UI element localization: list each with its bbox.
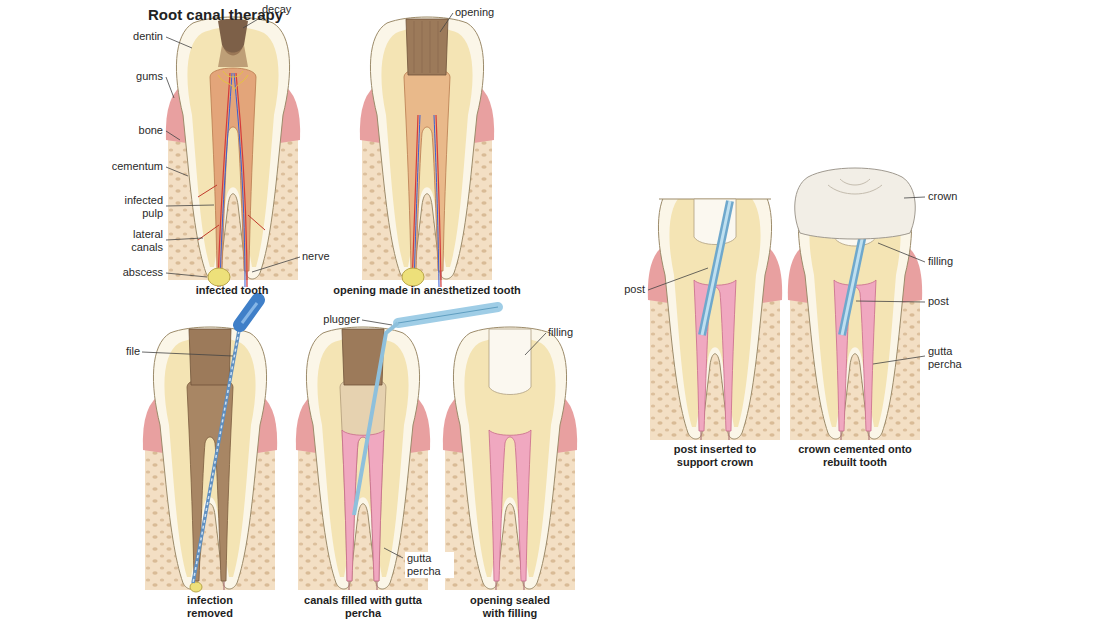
part-label: gutta percha xyxy=(405,552,454,578)
leader-lines xyxy=(142,13,925,558)
file-cleaning-figure xyxy=(143,300,277,592)
part-label: gutta percha xyxy=(928,345,973,371)
part-label: filling xyxy=(548,326,573,339)
part-label: crown xyxy=(928,190,957,203)
part-label: cementum xyxy=(112,160,163,173)
part-label: opening xyxy=(455,6,494,19)
crowned-tooth-figure xyxy=(785,163,925,440)
part-label: decay xyxy=(262,3,291,16)
sealed-tooth-figure xyxy=(443,327,577,590)
step-caption: crown cemented onto rebuilt tooth xyxy=(788,443,922,469)
step-caption: opening sealed with filling xyxy=(458,594,562,620)
part-label: dentin xyxy=(133,30,163,43)
part-label: file xyxy=(126,345,140,358)
step-caption: canals filled with gutta percha xyxy=(301,594,425,620)
step-caption: infection removed xyxy=(170,594,250,620)
part-label: bone xyxy=(139,124,163,137)
part-label: nerve xyxy=(302,250,330,263)
infected-tooth-figure xyxy=(166,17,300,287)
step-caption: opening made in anesthetized tooth xyxy=(333,284,521,297)
opened-tooth-figure xyxy=(360,17,494,287)
part-label: post xyxy=(928,295,949,308)
step-caption: infected tooth xyxy=(196,284,269,297)
part-label: post xyxy=(624,283,645,296)
part-label: plugger xyxy=(323,313,360,326)
post-tooth-figure xyxy=(645,163,785,440)
step-caption: post inserted to support crown xyxy=(659,443,771,469)
part-label: gums xyxy=(136,70,163,83)
part-label: abscess xyxy=(123,266,163,279)
part-label: infected pulp xyxy=(108,194,163,220)
part-label: lateral canals xyxy=(108,228,163,254)
part-label: filling xyxy=(928,255,953,268)
